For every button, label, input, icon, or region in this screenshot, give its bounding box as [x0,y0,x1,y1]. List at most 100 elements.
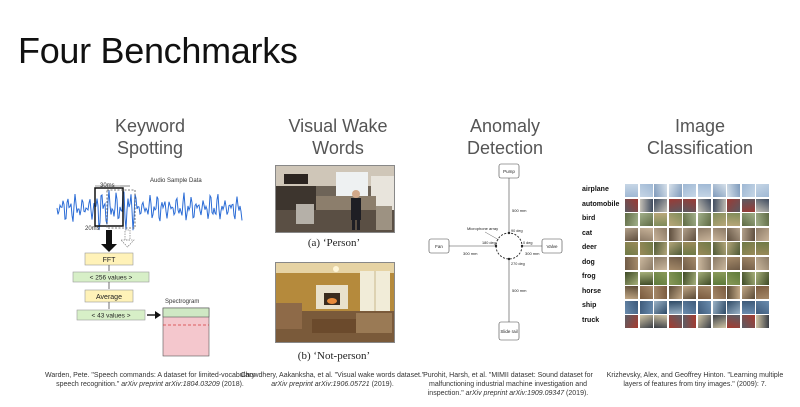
visual-wake-words-title-line1: Visual Wake [288,116,388,136]
cifar-thumbnail [698,286,711,300]
kws-citation-tail: (2018). [219,381,244,388]
audio-sample-label: Audio Sample Data [150,178,202,184]
cifar-thumbnail [712,227,726,241]
class-label-airplane: airplane [582,186,609,193]
pump-box [498,163,520,179]
audio-waveform [56,190,243,231]
cifar-thumbnail [727,315,741,329]
cifar-thumbnail [741,257,755,270]
person-photo [275,165,395,233]
cifar-thumbnail [727,286,741,300]
cifar-thumbnail [698,242,711,256]
cifar-thumbnail [639,184,653,197]
cifar-thumbnail [756,227,770,241]
cifar-thumbnail [756,286,770,300]
cifar-thumbnail [654,271,668,285]
not-person-caption: (b) ‘Not-person’ [297,350,371,362]
cifar-thumbnail [741,300,755,314]
cifar-thumbnail [639,257,653,270]
mic-dot-right [520,244,524,248]
window-label: 30ms [100,183,115,189]
visual-wake-words-citation: Chowdhery, Aakanksha, et al. "Visual wak… [235,371,430,389]
distance-left: 300 mm [463,251,478,256]
arrow-to-spectrogram-head [155,311,161,319]
ad-citation-plain: inspection." [427,390,466,397]
cifar-thumbnail [712,271,726,285]
spectrogram-label: Spectrogram [165,299,199,305]
cifar-thumbnail [654,213,668,227]
cifar-thumbnail [654,300,668,314]
cifar-thumbnail [654,184,668,197]
cifar-thumbnail [668,213,682,227]
kws-citation-line1: Warden, Pete. "Speech commands: A datase… [45,372,255,379]
cifar-thumbnail [668,198,682,212]
cifar-thumbnail [625,213,638,227]
class-label-cat: cat [582,229,593,237]
cifar-thumbnail [625,286,638,300]
keyword-spotting-title-line2: Spotting [116,138,184,158]
mic-array-label: Microphone array [467,226,498,231]
cifar-thumbnail [698,213,711,227]
cifar-thumbnail [639,271,653,285]
keyword-spotting-title-line1: Keyword [114,116,186,136]
image-classification-title-line1: Image [674,116,726,136]
keyword-spotting-title: Keyword Spotting [90,115,210,159]
keyword-spotting-diagram: Audio Sample Data 30ms 20ms FFT < 256 va… [56,178,243,357]
cifar-thumbnail [654,286,668,300]
arrow-to-fft-head [101,244,117,252]
class-label-list: airplane automobile bird cat deer dog fr… [582,186,632,336]
angle-270: 270 deg [511,262,525,266]
cifar-thumbnail [741,271,755,285]
class-label-deer: deer [582,244,597,251]
analysis-window [94,187,124,227]
cifar-thumbnail [654,198,668,212]
angle-0: 0 deg [523,241,533,245]
mic-dot-bottom [507,257,511,261]
cifar-thumbnail [654,227,668,241]
cifar-thumbnail [756,184,770,197]
cifar-thumbnail [712,286,726,300]
cifar-thumbnail [756,300,770,314]
cifar-thumbnail [698,184,711,197]
cifar-thumbnail [625,257,638,270]
ic-citation-line1: Krizhevsky, Alex, and Geoffrey Hinton. "… [606,372,784,379]
cifar-thumbnail [639,286,653,300]
mic-array-pointer [484,231,500,241]
cifar-thumbnail [683,315,697,329]
values-256-box [72,271,150,283]
cifar-thumbnail [683,227,697,241]
cifar-thumbnail [654,315,668,329]
mic-dot-left [494,244,498,248]
cifar-thumbnail [639,227,653,241]
cifar-thumbnail [668,184,682,197]
spectrogram-current-row [162,307,210,318]
step-label: 20ms [85,226,100,232]
fft-label: FFT [103,257,117,264]
kws-citation-line2: speech recognition." arXiv preprint arXi… [30,380,270,389]
cifar-thumbnail [727,184,741,197]
cifar-thumbnail [625,300,638,314]
cifar-thumbnail [741,227,755,241]
next-window [106,189,136,229]
pump-label: Pump [503,169,515,174]
class-label-truck: truck [582,316,600,324]
fan-label: Fan [435,244,443,249]
image-classification-title-line2: Classification [646,138,754,158]
cifar-thumbnail [625,315,638,329]
average-label: Average [96,294,122,301]
image-classification-citation: Krizhevsky, Alex, and Geoffrey Hinton. "… [600,371,790,389]
cifar-thumbnail [625,198,638,212]
cifar-thumbnail [698,227,711,241]
cifar-thumbnail [727,257,741,270]
values-43-box [76,309,146,321]
vww-citation-line1: Chowdhery, Aakanksha, et al. "Visual wak… [240,372,425,379]
visual-wake-words-title-line2: Words [312,138,364,158]
image-classification-title: Image Classification [630,115,770,159]
cifar-image-grid [625,184,771,330]
cifar-thumbnail [654,242,668,256]
anomaly-detection-title-line1: Anomaly [469,116,541,136]
cifar-thumbnail [639,213,653,227]
values-256-label: < 256 values > [90,275,133,282]
cifar-thumbnail [756,271,770,285]
cifar-thumbnail [698,271,711,285]
